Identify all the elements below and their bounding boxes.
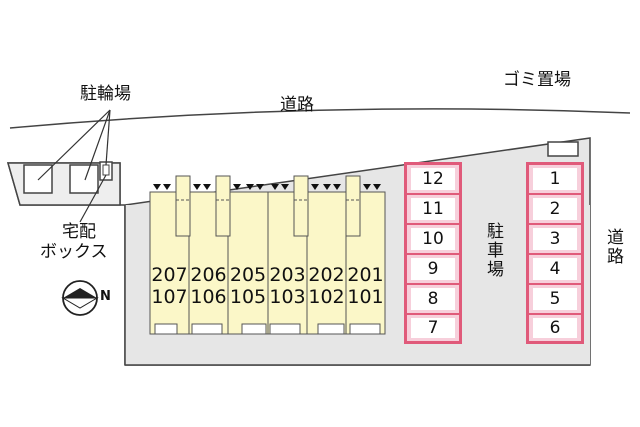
unit-label: 201 <box>347 264 384 286</box>
north-label: N <box>100 289 111 304</box>
parking-stall-number: 6 <box>533 318 577 338</box>
delivery-box-label-1: 宅配 <box>62 222 96 242</box>
unit-label: 102 <box>308 286 345 308</box>
parking-stall-number: 3 <box>533 228 577 250</box>
garbage-label: ゴミ置場 <box>503 70 571 90</box>
parking-stall: 6 <box>528 314 582 342</box>
unit-label: 107 <box>151 286 188 308</box>
unit-label: 202 <box>308 264 345 286</box>
parking-stall: 8 <box>406 284 460 314</box>
unit-label: 207 <box>151 264 188 286</box>
bicycle-parking-label: 駐輪場 <box>80 84 131 104</box>
garbage-station <box>547 141 579 157</box>
parking-stall-number: 10 <box>411 228 455 250</box>
entrance-arrows <box>153 184 381 190</box>
parking-stall-number: 4 <box>533 258 577 280</box>
road-top-label: 道路 <box>280 95 314 115</box>
parking-stall-number: 7 <box>411 318 455 338</box>
parking-stall: 3 <box>528 224 582 254</box>
unit-label: 105 <box>229 286 267 308</box>
unit-label: 103 <box>269 286 306 308</box>
parking-column-left: 12 11 10 9 8 7 <box>404 162 462 344</box>
unit-label: 106 <box>190 286 227 308</box>
parking-label: 駐車場 <box>483 222 503 279</box>
unit-label: 101 <box>347 286 384 308</box>
unit-label: 205 <box>229 264 267 286</box>
road-edge-top <box>9 108 631 129</box>
parking-stall: 7 <box>406 314 460 342</box>
unit-label: 206 <box>190 264 227 286</box>
parking-stall-number: 11 <box>411 198 455 220</box>
parking-stall: 10 <box>406 224 460 254</box>
parking-stall-number: 5 <box>533 288 577 310</box>
unit-row-bottom: 107 106 105 103 102 101 <box>150 288 385 307</box>
parking-stall: 2 <box>528 194 582 224</box>
bicycle-box-1 <box>23 164 53 194</box>
delivery-box-label-2: ボックス <box>40 242 108 262</box>
parking-stall-number: 12 <box>411 168 455 190</box>
parking-column-right: 1 2 3 4 5 6 <box>526 162 584 344</box>
parking-stall: 5 <box>528 284 582 314</box>
parking-stall-number: 9 <box>411 258 455 280</box>
bicycle-box-2 <box>69 164 99 194</box>
parking-stall: 4 <box>528 254 582 284</box>
parking-stall: 1 <box>528 164 582 194</box>
parking-stall-number: 1 <box>533 168 577 190</box>
unit-row-top: 207 206 205 203 202 201 <box>150 266 385 285</box>
north-compass <box>61 280 99 316</box>
parking-stall: 9 <box>406 254 460 284</box>
unit-labels: 207 206 205 203 202 201 107 106 105 103 … <box>150 266 385 307</box>
building <box>149 175 386 335</box>
road-right-label: 道路 <box>603 228 623 266</box>
parking-stall: 12 <box>406 164 460 194</box>
parking-stall-number: 2 <box>533 198 577 220</box>
unit-label: 203 <box>269 264 306 286</box>
parking-stall-number: 8 <box>411 288 455 310</box>
parking-stall: 11 <box>406 194 460 224</box>
